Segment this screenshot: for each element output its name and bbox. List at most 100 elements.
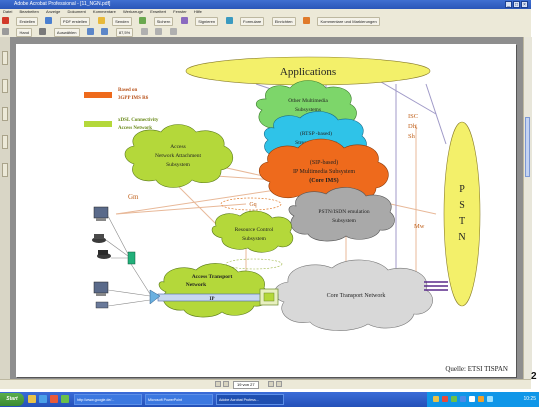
tray-bluetooth-icon[interactable]: [460, 396, 466, 402]
forms-button[interactable]: Formulare: [240, 17, 265, 26]
next-page-button[interactable]: [268, 381, 274, 387]
navigation-panel: [0, 37, 10, 379]
tray-network-icon[interactable]: [433, 396, 439, 402]
quicklaunch-browser-icon[interactable]: [39, 395, 47, 403]
trunk-lines: [424, 281, 448, 291]
dslam-icon: [149, 289, 161, 305]
create-button[interactable]: Erstellen: [16, 17, 39, 26]
first-page-button[interactable]: [215, 381, 221, 387]
svg-text:(Core IMS): (Core IMS): [309, 177, 338, 184]
secure-button[interactable]: Sichern: [153, 17, 174, 26]
tray-security-icon[interactable]: [442, 396, 448, 402]
tray-display-icon[interactable]: [487, 396, 493, 402]
pstn-letter-s: S: [459, 200, 465, 211]
nass-cloud: Access Network Attachment Subsystem: [124, 124, 233, 188]
setup-button[interactable]: Einrichten: [271, 17, 296, 26]
svg-text:Resource Control: Resource Control: [235, 227, 274, 233]
legend: Based on 3GPP IMS R6 xDSL Connectivity A…: [84, 88, 159, 131]
fit-page-icon[interactable]: [140, 28, 148, 35]
last-page-button[interactable]: [276, 381, 282, 387]
svg-text:PSTN/ISDN emulation: PSTN/ISDN emulation: [318, 209, 369, 215]
menu-edit[interactable]: Bearbeiten: [19, 9, 39, 14]
quicklaunch-desktop-icon[interactable]: [61, 395, 69, 403]
pstn-letter-p: P: [459, 184, 465, 195]
menu-advanced[interactable]: Erweitert: [150, 9, 167, 14]
re-interface-ellipse: [225, 258, 283, 270]
tray-volume-icon[interactable]: [469, 396, 475, 402]
minimize-button[interactable]: _: [505, 1, 512, 8]
create-pdf-button[interactable]: PDF erstellen: [59, 17, 91, 26]
svg-text:(SIP-based): (SIP-based): [310, 159, 338, 166]
svg-text:Other Multimedia: Other Multimedia: [288, 98, 328, 104]
prev-page-button[interactable]: [223, 381, 229, 387]
title-bar: Adobe Acrobat Professional - [11_NGN.pdf…: [0, 0, 531, 9]
window-controls: _ □ ×: [505, 1, 528, 8]
start-button[interactable]: Start: [0, 393, 24, 406]
layers-tab[interactable]: [2, 135, 8, 149]
menu-help[interactable]: Hilfe: [193, 9, 202, 14]
vertical-scrollbar[interactable]: [523, 37, 532, 379]
legend-orange-label-2: 3GPP IMS R6: [118, 96, 149, 101]
comment-icon[interactable]: [302, 17, 310, 24]
zoom-in-icon[interactable]: [86, 28, 94, 35]
pages-tab[interactable]: [2, 79, 8, 93]
tray-update-icon[interactable]: [451, 396, 457, 402]
core-transport-cloud: Core Transport Network: [274, 259, 433, 331]
status-bar: 19 von 27: [0, 379, 531, 389]
system-tray: 10:25: [427, 392, 539, 407]
slide-number: 2: [531, 371, 537, 382]
svg-text:Subsystem: Subsystem: [166, 162, 191, 168]
sign-button[interactable]: Signieren: [195, 17, 219, 26]
signatures-tab[interactable]: [2, 107, 8, 121]
select-tool-icon[interactable]: [39, 28, 47, 35]
open-icon[interactable]: [45, 17, 53, 24]
menu-file[interactable]: Datei: [3, 9, 13, 14]
menu-bar: Datei Bearbeiten Anzeige Dokument Kommen…: [0, 9, 531, 15]
sign-icon[interactable]: [180, 17, 188, 24]
maximize-button[interactable]: □: [513, 1, 520, 8]
menu-tools[interactable]: Werkzeuge: [122, 9, 144, 14]
svg-text:Access: Access: [170, 144, 186, 150]
rotate-icon[interactable]: [169, 28, 177, 35]
create-pdf-icon[interactable]: [2, 17, 9, 24]
svg-text:Subsystems: Subsystems: [295, 107, 321, 113]
hand-tool-icon[interactable]: [2, 28, 9, 35]
legend-green-label-2: Access Network: [118, 126, 152, 131]
ip-label: IP: [210, 297, 215, 302]
tray-power-icon[interactable]: [478, 396, 484, 402]
quicklaunch-app-icon[interactable]: [50, 395, 58, 403]
clock[interactable]: 10:25: [523, 396, 536, 402]
close-button[interactable]: ×: [521, 1, 528, 8]
task-browser[interactable]: http://www.google.de/...: [74, 394, 142, 405]
quicklaunch-explorer-icon[interactable]: [28, 395, 36, 403]
select-tool-button[interactable]: Auswählen: [53, 28, 80, 37]
menu-document[interactable]: Dokument: [67, 9, 86, 14]
bookmarks-tab[interactable]: [2, 51, 8, 65]
lock-icon[interactable]: [139, 17, 147, 24]
gm-label: Gm: [128, 193, 139, 201]
legend-green-swatch: [84, 121, 112, 127]
applications-label: Applications: [280, 66, 336, 78]
svg-text:Access Transport: Access Transport: [192, 274, 233, 280]
mw-label: Mw: [414, 223, 425, 230]
pdf-page: Applications Based on 3GPP IMS R6 xDSL C…: [16, 44, 516, 377]
menu-comments[interactable]: Kommentare: [92, 9, 116, 14]
hand-tool-button[interactable]: Hand: [16, 28, 33, 37]
comments-button[interactable]: Kommentare und Markierungen: [317, 17, 380, 26]
fit-width-icon[interactable]: [155, 28, 163, 35]
task-powerpoint[interactable]: Microsoft PowerPoint: [145, 394, 213, 405]
menu-view[interactable]: Anzeige: [45, 9, 61, 14]
svg-text:IP Multimedia Subsystem: IP Multimedia Subsystem: [293, 169, 355, 175]
scroll-thumb[interactable]: [525, 117, 530, 177]
zoom-out-icon[interactable]: [101, 28, 109, 35]
email-icon[interactable]: [97, 17, 105, 24]
attachments-tab[interactable]: [2, 163, 8, 177]
task-acrobat[interactable]: Adobe Acrobat Profess...: [216, 394, 284, 405]
send-button[interactable]: Senden: [112, 17, 132, 26]
forms-icon[interactable]: [225, 17, 233, 24]
access-transport-cloud: Access Transport Network: [158, 263, 269, 318]
legend-orange-swatch: [84, 92, 112, 98]
menu-window[interactable]: Fenster: [173, 9, 187, 14]
page-indicator[interactable]: 19 von 27: [233, 381, 259, 389]
zoom-field[interactable]: 87,5%: [115, 28, 134, 37]
